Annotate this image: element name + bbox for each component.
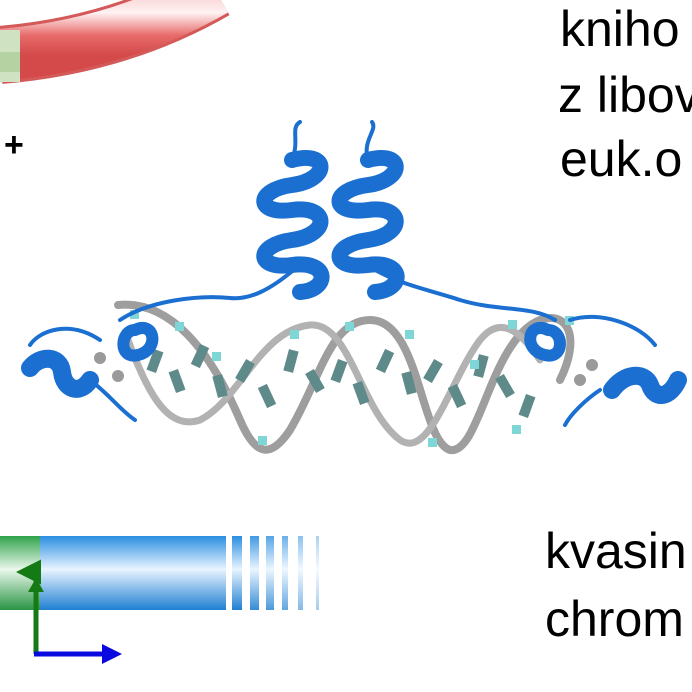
plasmid-ring [0, 0, 230, 84]
caption-top-line-1: kniho [560, 1, 680, 57]
caption-top-line-2: z libov [558, 67, 692, 123]
dna-phosphates [130, 310, 574, 447]
dna-bases [146, 343, 536, 419]
protein-dimer [21, 120, 687, 427]
left-helix [256, 150, 330, 300]
caption-bottom-line-2: chrom [545, 591, 684, 647]
plasmid-plus-sign: + [4, 126, 24, 164]
axis-arrows [16, 559, 122, 664]
right-helix [331, 150, 405, 300]
dna-double-helix [114, 300, 575, 454]
caption-bottom-line-1: kvasin [545, 523, 687, 579]
caption-top-line-3: euk.o [560, 131, 683, 187]
metal-ions [94, 352, 598, 386]
chromosome-bar [0, 536, 319, 610]
chromosome-blue-segment [40, 536, 226, 610]
